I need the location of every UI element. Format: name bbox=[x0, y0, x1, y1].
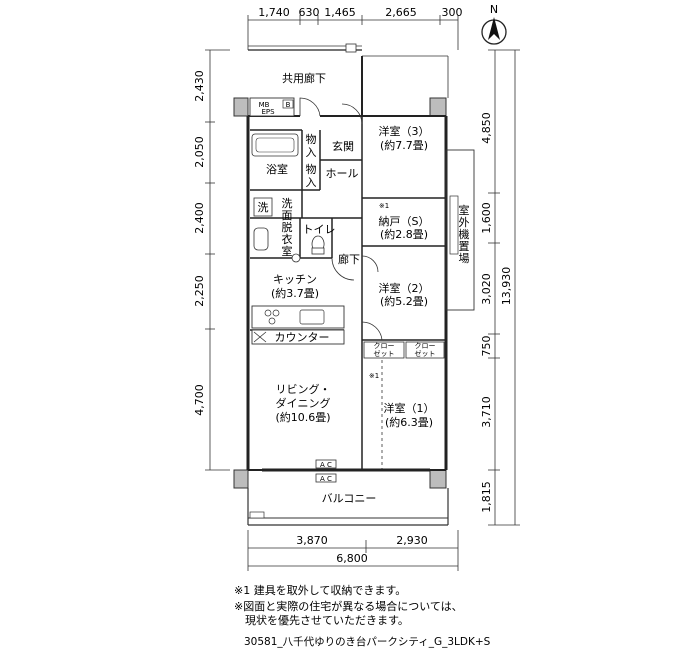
room-labels: 共用廊下 洋室（3） (約7.7畳) 物 入 物 入 玄関 ホール 浴室 洗 洗… bbox=[258, 71, 470, 505]
label-nando-size: (約2.8畳) bbox=[380, 227, 428, 241]
dim-bottom-2: 2,930 bbox=[396, 534, 428, 547]
label-bedroom2-name: 洋室（2） bbox=[379, 281, 430, 295]
compass-north-label: N bbox=[490, 3, 498, 16]
label-corridor: 共用廊下 bbox=[282, 71, 326, 85]
note-line-1: ※1 建具を取外して収納できます。 bbox=[234, 583, 406, 597]
door-swings bbox=[331, 103, 383, 341]
label-hallway: 廊下 bbox=[338, 252, 360, 266]
label-outdoor-5: 場 bbox=[459, 252, 470, 265]
eps-label: EPS bbox=[261, 108, 275, 116]
label-storage1-bottom: 入 bbox=[306, 146, 317, 159]
label-outdoor-4: 置 bbox=[459, 240, 470, 253]
label-mark1-bottom: ※1 bbox=[369, 372, 379, 380]
dim-right-4: 750 bbox=[480, 336, 493, 357]
bathroom-fixtures bbox=[251, 133, 325, 263]
closets bbox=[363, 341, 445, 359]
dim-right-2: 1,600 bbox=[480, 202, 493, 234]
dim-top-1: 1,740 bbox=[258, 6, 290, 19]
ac-units bbox=[315, 459, 337, 483]
label-dressing-3: 脱 bbox=[282, 220, 293, 234]
label-ac1: A C bbox=[320, 461, 332, 469]
label-closet2-bottom: ゼット bbox=[415, 349, 436, 358]
compass: N bbox=[481, 3, 507, 45]
label-dressing-1: 洗 bbox=[282, 197, 293, 210]
common-corridor bbox=[248, 43, 449, 98]
mb-eps: B MB EPS bbox=[249, 97, 295, 117]
label-storage2-top: 物 bbox=[306, 162, 317, 176]
dim-left-4: 2,250 bbox=[193, 275, 206, 307]
dim-left-2: 2,050 bbox=[193, 136, 206, 168]
bottom-dimension: 3,870 2,930 6,800 bbox=[247, 530, 459, 571]
label-nando-name: 納戸（S） bbox=[379, 215, 430, 228]
label-closet1-bottom: ゼット bbox=[374, 349, 395, 358]
dim-right-1: 4,850 bbox=[480, 112, 493, 144]
entrance-door bbox=[299, 97, 321, 117]
label-dressing-5: 室 bbox=[282, 244, 293, 258]
label-living-3: (約10.6畳) bbox=[275, 410, 330, 424]
note-line-2: ※図面と実際の住宅が異なる場合については、 bbox=[234, 599, 463, 613]
outdoor-unit-area bbox=[445, 149, 475, 311]
kitchen-fixtures bbox=[251, 305, 345, 345]
dim-top-4: 2,665 bbox=[385, 6, 417, 19]
top-dimension: 1,740 630 1,465 2,665 300 bbox=[247, 6, 463, 50]
dim-right-total: 13,930 bbox=[500, 267, 513, 306]
label-entrance: 玄関 bbox=[332, 139, 354, 153]
label-ac2: A C bbox=[320, 475, 332, 483]
label-kitchen-size: (約3.7畳) bbox=[271, 286, 319, 300]
mb-label: MB bbox=[259, 101, 270, 109]
dim-right-6: 1,815 bbox=[480, 481, 493, 513]
label-bedroom3-size: (約7.7畳) bbox=[380, 138, 428, 152]
label-outdoor-2: 外 bbox=[459, 216, 470, 229]
label-closet2-top: クロー bbox=[415, 342, 436, 350]
note-line-3: 現状を優先させていただきます。 bbox=[234, 613, 409, 627]
label-living-2: ダイニング bbox=[276, 396, 331, 410]
dim-left-5: 4,700 bbox=[193, 384, 206, 416]
dim-bottom-total: 6,800 bbox=[336, 552, 368, 565]
left-dimension: 2,430 2,050 2,400 2,250 4,700 bbox=[193, 49, 230, 471]
right-dimension: 4,850 1,600 3,020 750 3,710 1,815 13,930 bbox=[480, 49, 520, 526]
b-label: B bbox=[286, 101, 291, 109]
label-kitchen-name: キッチン bbox=[273, 273, 317, 286]
dim-right-5: 3,710 bbox=[480, 396, 493, 428]
label-balcony: バルコニー bbox=[322, 492, 377, 505]
dim-top-5: 300 bbox=[442, 6, 463, 19]
label-counter: カウンター bbox=[275, 331, 330, 344]
dim-left-3: 2,400 bbox=[193, 202, 206, 234]
plan-caption: 30581_八千代ゆりのき台パークシティ_G_3LDK+S bbox=[244, 635, 491, 648]
dim-top-2: 630 bbox=[299, 6, 320, 19]
label-bath: 浴室 bbox=[266, 162, 288, 176]
label-dressing-2: 面 bbox=[282, 209, 293, 222]
label-closet1-top: クロー bbox=[374, 342, 395, 350]
label-toilet: トイレ bbox=[303, 223, 336, 236]
notes: ※1 建具を取外して収納できます。 ※図面と実際の住宅が異なる場合については、 … bbox=[234, 583, 463, 627]
label-storage2-bottom: 入 bbox=[306, 176, 317, 189]
label-bedroom1-name: 洋室（1） bbox=[384, 401, 435, 415]
dim-left-1: 2,430 bbox=[193, 70, 206, 102]
balcony bbox=[247, 488, 449, 526]
label-hall: ホール bbox=[326, 167, 359, 180]
label-bedroom2-size: (約5.2畳) bbox=[380, 294, 428, 308]
label-bedroom1-size: (約6.3畳) bbox=[385, 415, 433, 429]
label-storage1-top: 物 bbox=[306, 132, 317, 146]
dim-top-3: 1,465 bbox=[324, 6, 356, 19]
label-wash: 洗 bbox=[258, 201, 269, 214]
label-living-1: リビング・ bbox=[276, 382, 331, 396]
label-bedroom3-name: 洋室（3） bbox=[379, 124, 430, 138]
dim-right-3: 3,020 bbox=[480, 273, 493, 305]
label-outdoor-1: 室 bbox=[459, 203, 470, 217]
label-outdoor-3: 機 bbox=[459, 227, 470, 241]
label-mark1-top: ※1 bbox=[379, 202, 389, 210]
dim-bottom-1: 3,870 bbox=[296, 534, 328, 547]
label-dressing-4: 衣 bbox=[282, 232, 293, 246]
